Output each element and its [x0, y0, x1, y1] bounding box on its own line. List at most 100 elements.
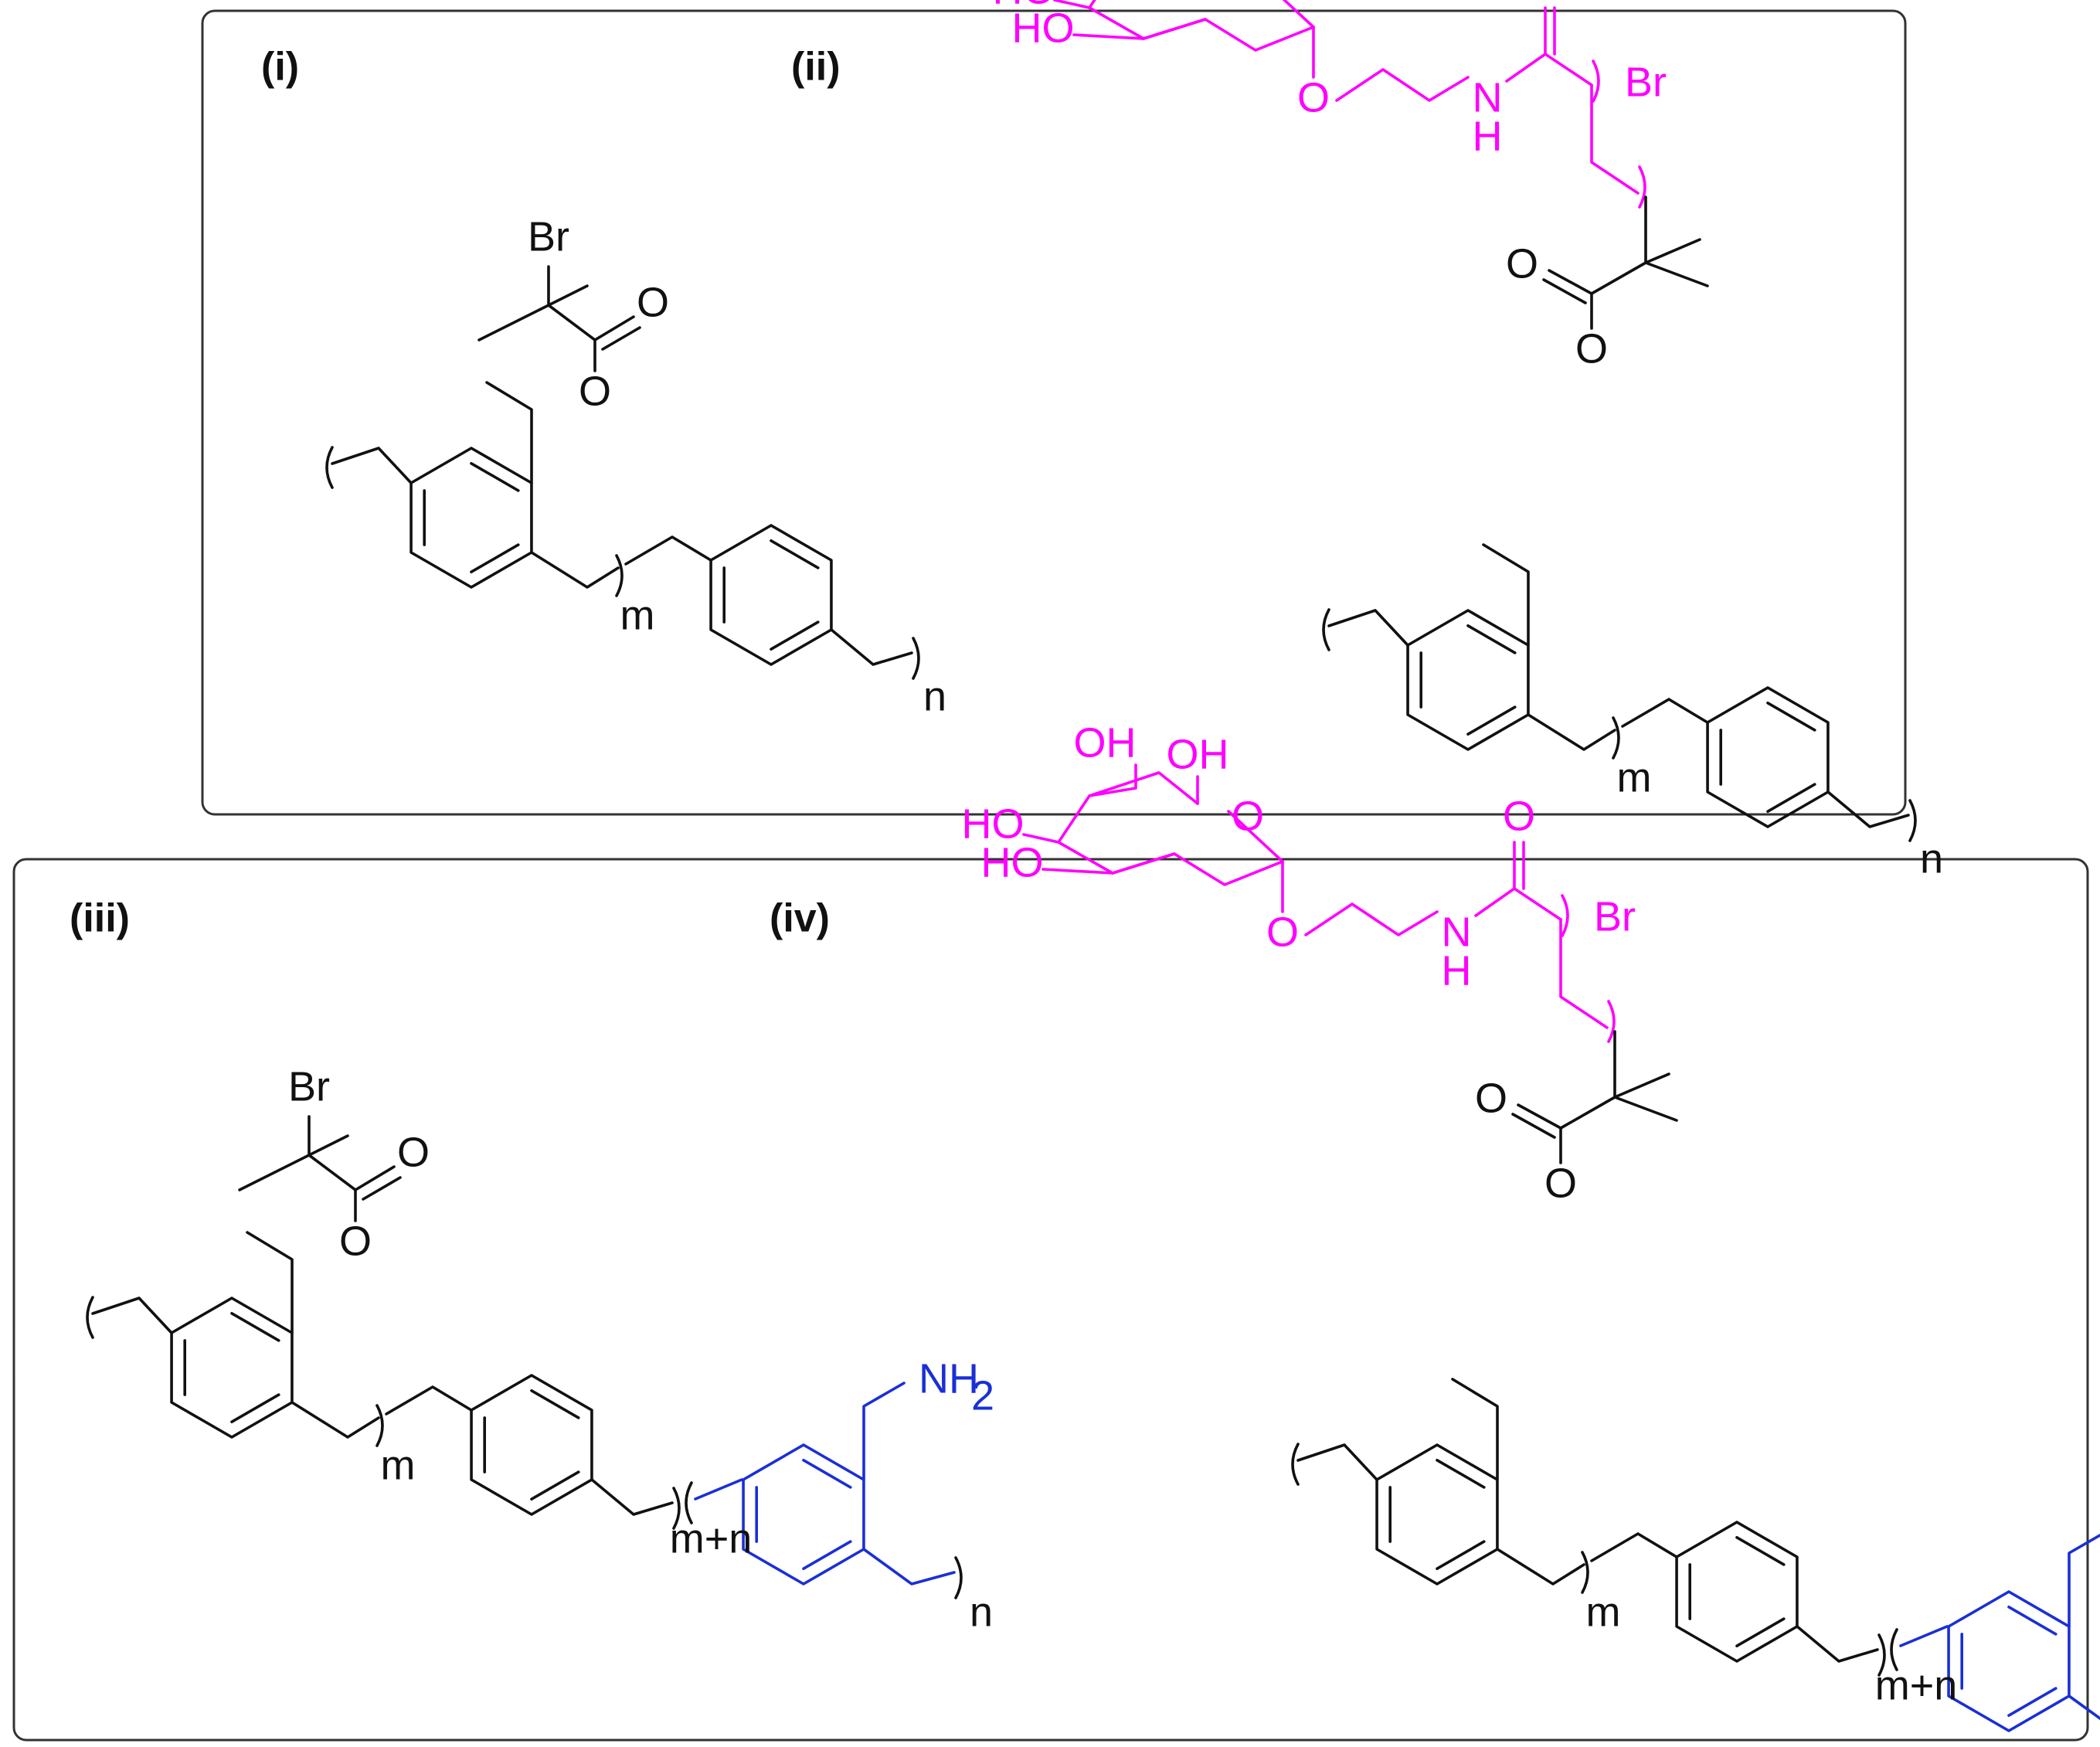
bromine-label: Br	[1625, 59, 1667, 105]
pyranose-wedge-bond	[1142, 18, 1207, 40]
amide-bond	[1505, 53, 1547, 83]
repeat-bracket	[954, 1556, 963, 1599]
backbone-bond	[1496, 1548, 1585, 1586]
repeat-bracket	[615, 554, 624, 597]
ester-linker-bond	[1482, 543, 1530, 647]
amine-backbone-bond	[862, 1548, 956, 1586]
ethyl-linker-bond	[1335, 68, 1470, 102]
bromine-label: Br	[1594, 893, 1636, 940]
backbone-bond	[385, 1385, 473, 1416]
ester-bond	[1559, 1096, 1616, 1130]
quaternary-carbon-bond	[1644, 238, 1701, 264]
repeat-subscript-m: m	[381, 1442, 416, 1488]
carbonyl-double-bond	[1542, 278, 1587, 304]
backbone-bond	[1527, 713, 1616, 751]
hydroxyl-bond	[1088, 763, 1137, 797]
panel-label-iv: (iv)	[770, 896, 830, 941]
phenyl-ring-2-double-bond	[770, 620, 820, 651]
phenyl-ring-2-double-bond	[1735, 1617, 1786, 1647]
backbone-bond	[91, 1297, 173, 1334]
repeat-subscript-m-plus-n: m+n	[1875, 1662, 1958, 1708]
aminomethyl-ring-double-bond	[2007, 1606, 2058, 1636]
backbone-bond	[331, 447, 413, 484]
amine-subscript-2: 2	[971, 1372, 994, 1419]
ester-linker-bond	[246, 1231, 294, 1334]
carbonyl-bond	[1548, 269, 1593, 295]
ester-O-label: O	[579, 368, 611, 414]
aminomethyl-bond	[862, 1382, 906, 1481]
phenyl-ring-2-double-bond	[770, 539, 820, 569]
carbonyl-bond	[593, 315, 635, 342]
repeat-subscript-m-plus-n: m+n	[670, 1515, 753, 1562]
ester-O-label: O	[339, 1218, 372, 1264]
carbonyl-bond	[354, 1165, 396, 1191]
carbonyl-bond	[1517, 1103, 1562, 1130]
repeat-bracket	[912, 637, 920, 680]
hydroxyl-bond	[1042, 868, 1114, 875]
polymer-chain-bond	[1544, 53, 1593, 87]
repeat-bracket	[325, 446, 334, 489]
repeat-subscript-n: n	[970, 1589, 993, 1635]
backbone-bond	[830, 628, 913, 666]
backbone-bond	[1327, 609, 1409, 647]
repeat-subscript-n: n	[1920, 835, 1943, 882]
phenyl-ring-2	[709, 524, 833, 666]
carbonyl-O-label: O	[397, 1129, 430, 1175]
panel-frame-bottom	[12, 858, 2089, 1742]
hydroxyl-label: HO	[1012, 5, 1075, 51]
backbone-bond	[1796, 1625, 1879, 1663]
benzyl-ring-1-double-bond	[470, 543, 520, 574]
ring-O-label: O	[1232, 793, 1264, 839]
polymer-chain-bond	[1590, 83, 1640, 195]
structure-ii: OOHOHHOHOONHOBrOOmn	[993, 0, 1943, 882]
backbone-bond	[590, 1478, 674, 1516]
panel-label-iii: (iii)	[70, 896, 130, 941]
aminomethyl-ring-double-bond	[2007, 1687, 2058, 1717]
ester-O-label: O	[1544, 1160, 1577, 1206]
pyranose-ring-bond	[1088, 6, 1315, 52]
amide-O-label: O	[1534, 0, 1566, 5]
ester-O-label: O	[1575, 325, 1608, 372]
aminomethyl-ring-double-bond	[802, 1540, 852, 1570]
aminomethyl-bond	[2068, 1533, 2100, 1628]
repeat-subscript-m: m	[620, 592, 655, 638]
benzyl-ring-1-double-bond	[230, 1312, 280, 1342]
hydroxyl-bond	[1022, 833, 1060, 844]
pyranose-ring-bond	[1057, 771, 1199, 844]
repeat-bracket	[672, 1487, 681, 1530]
benzyl-ring-1-double-bond	[1436, 1459, 1486, 1489]
amide-N-label: N	[1473, 74, 1503, 121]
repeat-bracket	[1908, 799, 1917, 842]
panel-label-i: (i)	[261, 45, 299, 90]
aminomethyl-ring-double-bond	[802, 1459, 852, 1489]
pyranose-wedge-bond	[1111, 852, 1176, 875]
quaternary-carbon-bond	[1613, 1072, 1670, 1099]
backbone-bond	[1826, 790, 1910, 828]
benzyl-ring-1-double-bond	[1436, 1540, 1486, 1570]
repeat-bracket	[1890, 1628, 1898, 1671]
amide-H-label: H	[1442, 947, 1472, 994]
carbonyl-O-label: O	[1506, 240, 1538, 287]
pyranose-ring-bond	[1088, 0, 1096, 9]
carbonyl-O-label: O	[637, 279, 669, 325]
ester-linker-bond	[485, 381, 533, 484]
benzyl-ring-1-double-bond	[1466, 624, 1517, 654]
amine-NH2-label: NH	[919, 1355, 979, 1402]
polymer-chain-bond	[1513, 887, 1562, 921]
repeat-bracket	[1592, 59, 1600, 103]
hydroxyl-label: OH	[1074, 719, 1137, 766]
ester-bond	[1590, 261, 1647, 295]
repeat-subscript-m: m	[1586, 1589, 1621, 1635]
repeat-bracket	[685, 1481, 693, 1524]
carbonyl-O-label: O	[1475, 1075, 1507, 1121]
tert-carbon-bond	[308, 1154, 357, 1191]
backbone-bond	[624, 535, 712, 566]
repeat-bracket	[1322, 608, 1330, 651]
bromine-label: Br	[528, 213, 569, 260]
carbonyl-double-bond	[362, 1176, 402, 1201]
repeat-bracket	[375, 1404, 384, 1447]
amide-H-label: H	[1473, 113, 1503, 159]
phenyl-ring-2-double-bond	[1735, 1536, 1786, 1566]
